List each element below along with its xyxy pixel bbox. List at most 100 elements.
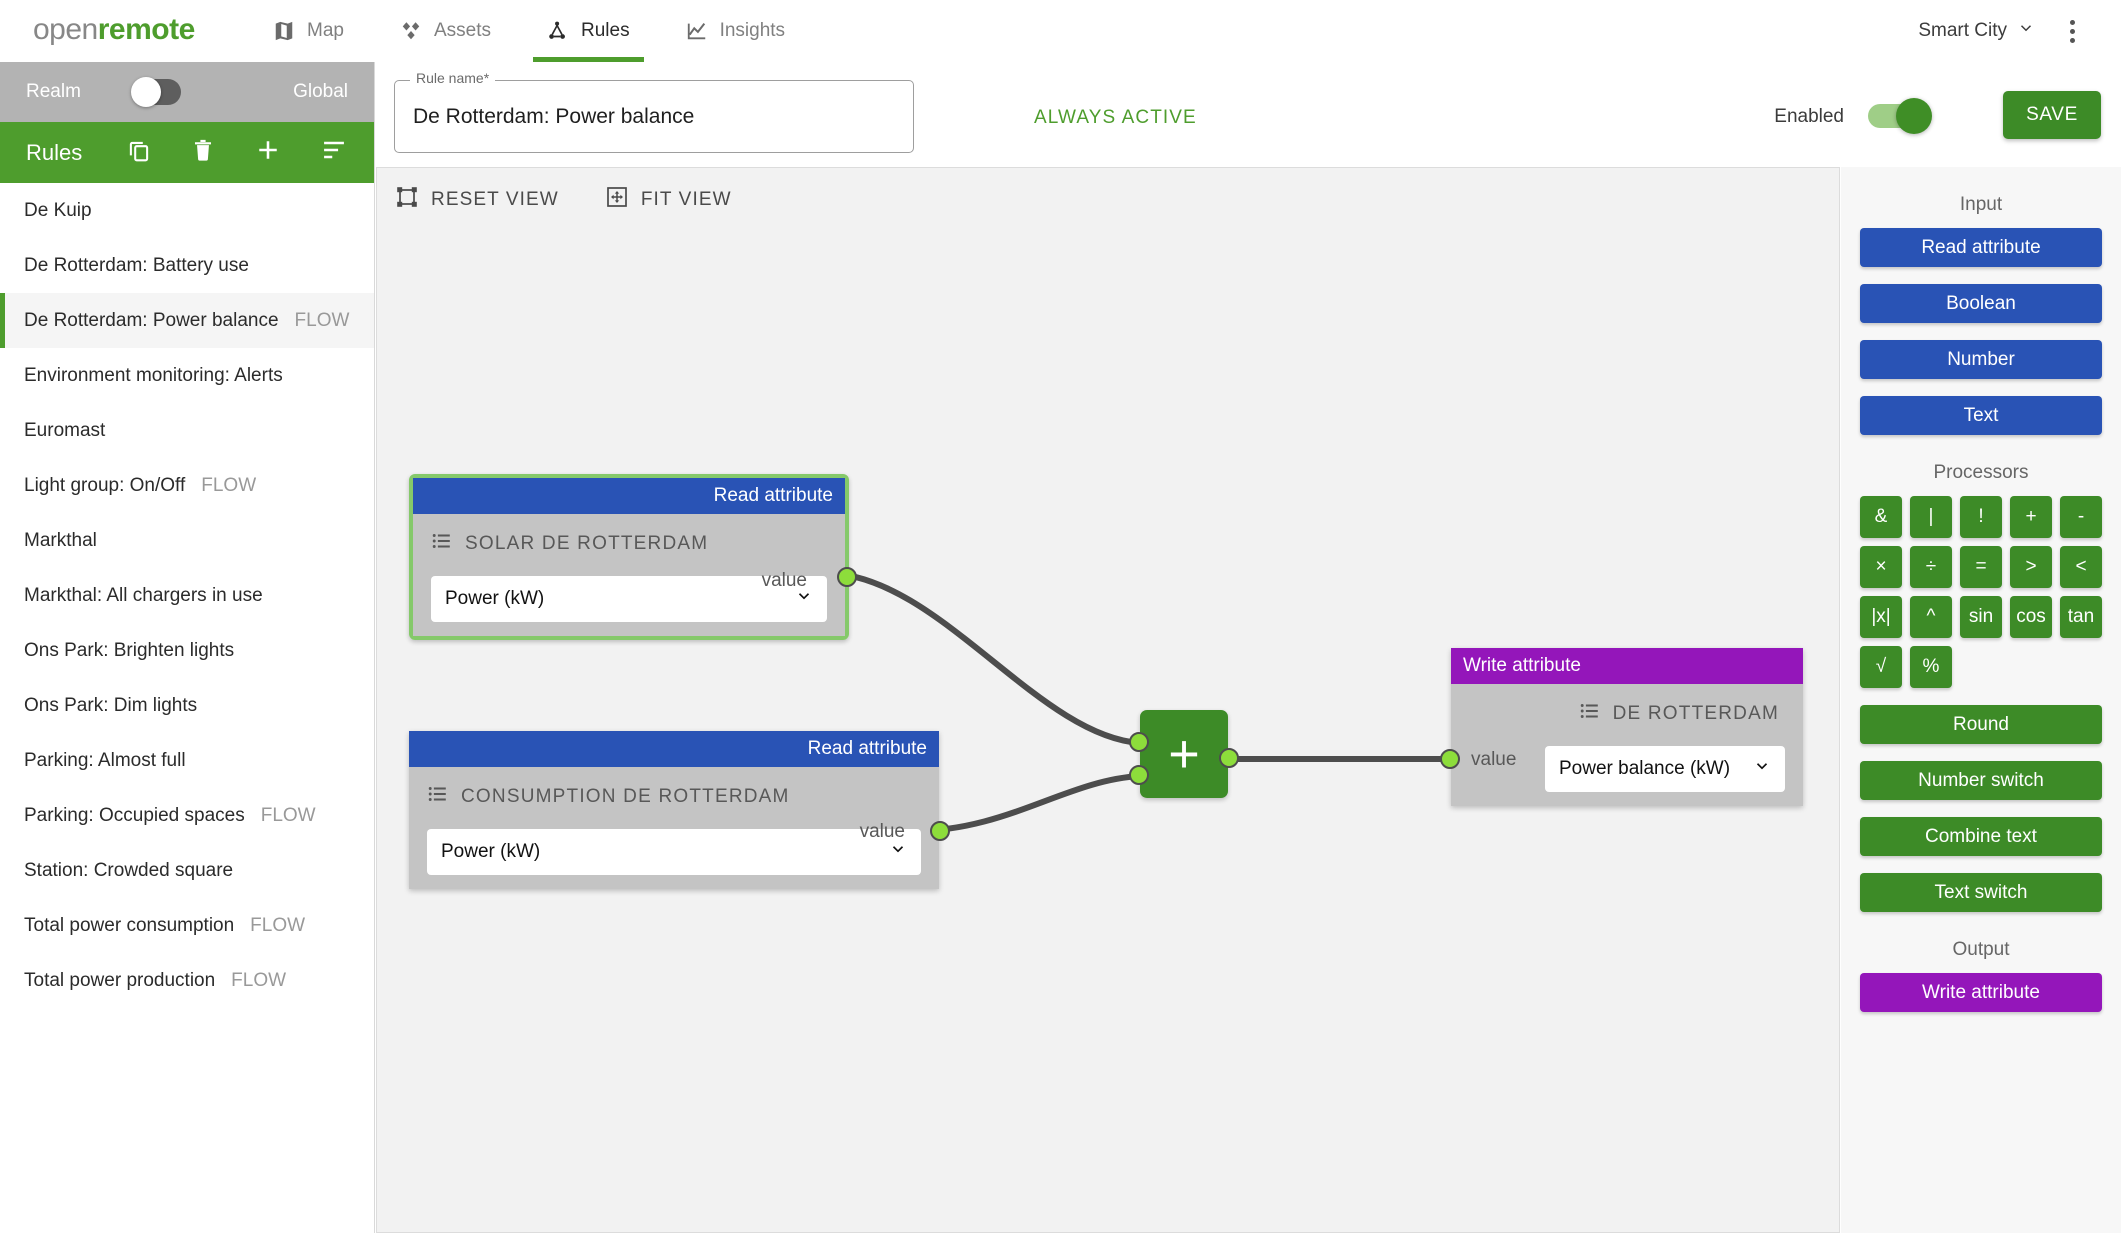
output-socket-value[interactable] [837, 567, 857, 587]
attribute-select-value: Power (kW) [441, 841, 541, 862]
rule-list-item-tag: FLOW [231, 969, 287, 991]
chevron-down-icon [795, 587, 813, 611]
palette-processor-not[interactable]: ! [1960, 496, 2002, 538]
palette-processor-combine-text[interactable]: Combine text [1860, 817, 2102, 856]
palette-processor-equals[interactable]: = [1960, 546, 2002, 588]
palette-processor-subtract[interactable]: - [2060, 496, 2102, 538]
write-input-socket[interactable] [1440, 749, 1460, 769]
nav-tab-assets[interactable]: Assets [372, 0, 519, 62]
palette-processor-number-switch[interactable]: Number switch [1860, 761, 2102, 800]
input-socket-label: value [1471, 749, 1517, 770]
more-options-icon[interactable] [2059, 0, 2085, 62]
palette-processor-round[interactable]: Round [1860, 705, 2102, 744]
rule-list-item[interactable]: Ons Park: Brighten lights [0, 623, 374, 678]
attribute-select[interactable]: Power (kW) [431, 576, 827, 622]
always-active-status: ALWAYS ACTIVE [1034, 107, 1197, 128]
palette-processor-less-than[interactable]: < [2060, 546, 2102, 588]
rule-list-item[interactable]: Markthal [0, 513, 374, 568]
rule-list-item-label: Environment monitoring: Alerts [24, 364, 283, 386]
palette-processor-or[interactable]: | [1910, 496, 1952, 538]
flow-node-asset-label: CONSUMPTION DE ROTTERDAM [461, 786, 790, 807]
rule-list-item[interactable]: Ons Park: Dim lights [0, 678, 374, 733]
palette-processor-and[interactable]: & [1860, 496, 1902, 538]
enabled-label: Enabled [1774, 106, 1844, 127]
palette-processor-abs[interactable]: |x| [1860, 596, 1902, 638]
palette-processor-add[interactable]: + [2010, 496, 2052, 538]
flow-node-read-consumption[interactable]: Read attribute CONSUMPTION DE ROTTERDAM … [409, 731, 950, 889]
wire-solar-to-adder [824, 570, 1141, 746]
palette-processor-modulo[interactable]: % [1910, 646, 1952, 688]
rule-list-item[interactable]: Parking: Almost full [0, 733, 374, 788]
rule-list-item[interactable]: Euromast [0, 403, 374, 458]
palette-output-write-attribute[interactable]: Write attribute [1860, 973, 2102, 1012]
palette-processor-text-switch[interactable]: Text switch [1860, 873, 2102, 912]
rule-name-field[interactable]: Rule name* [394, 70, 914, 153]
sort-icon[interactable] [320, 136, 348, 169]
adder-input-socket-a[interactable] [1129, 732, 1149, 752]
logo-remote-text: remote [97, 13, 196, 46]
attribute-select[interactable]: Power balance (kW) [1545, 746, 1785, 792]
asset-list-icon [431, 530, 453, 558]
palette-processor-sqrt[interactable]: √ [1860, 646, 1902, 688]
realm-selector[interactable]: Smart City [1918, 0, 2035, 62]
realm-selector-label: Smart City [1918, 20, 2007, 41]
adder-input-socket-b[interactable] [1129, 765, 1149, 785]
rule-list-item[interactable]: Markthal: All chargers in use [0, 568, 374, 623]
output-socket-value[interactable] [930, 821, 950, 841]
reset-view-button[interactable]: RESET VIEW [395, 185, 559, 215]
adder-output-socket[interactable] [1219, 748, 1239, 768]
palette-processor-power[interactable]: ^ [1910, 596, 1952, 638]
flow-node-adder[interactable]: + [1129, 710, 1239, 798]
realm-toggle[interactable] [130, 77, 181, 107]
rule-list-item[interactable]: De Kuip [0, 183, 374, 238]
rule-name-input[interactable] [395, 81, 913, 152]
save-button[interactable]: SAVE [2003, 91, 2101, 139]
enabled-toggle[interactable] [1868, 98, 1932, 134]
rules-list[interactable]: De Kuip De Rotterdam: Battery use De Rotte… [0, 183, 374, 1233]
palette-processor-divide[interactable]: ÷ [1910, 546, 1952, 588]
rule-list-item-label: De Rotterdam: Battery use [24, 254, 249, 276]
flow-node-read-solar[interactable]: Read attribute SOLAR DE ROTTERDAM Power … [409, 474, 857, 640]
flow-node-header: Read attribute [413, 478, 845, 514]
palette-processor-greater-than[interactable]: > [2010, 546, 2052, 588]
flow-node-write[interactable]: Write attribute DE ROTTERDAM Power balan… [1440, 648, 1803, 806]
palette-processor-cos[interactable]: cos [2010, 596, 2052, 638]
palette-input-number[interactable]: Number [1860, 340, 2102, 379]
flow-node-type-label: Read attribute [807, 738, 927, 759]
chevron-down-icon [889, 840, 907, 864]
rule-list-item[interactable]: De Rotterdam: Battery use [0, 238, 374, 293]
rule-list-item[interactable]: Station: Crowded square [0, 843, 374, 898]
palette-input-text[interactable]: Text [1860, 396, 2102, 435]
rule-list-item-label: Total power consumption [24, 914, 235, 936]
insights-icon [686, 20, 708, 42]
rule-list-item[interactable]: Environment monitoring: Alerts [0, 348, 374, 403]
flow-canvas[interactable]: RESET VIEW FIT VIEW Read attribute [376, 167, 1840, 1233]
palette-input-boolean[interactable]: Boolean [1860, 284, 2102, 323]
attribute-select[interactable]: Power (kW) [427, 829, 921, 875]
assets-icon [400, 20, 422, 42]
nav-tab-rules[interactable]: Rules [519, 0, 658, 62]
openremote-logo[interactable]: openremote [33, 13, 195, 47]
palette-processor-multiply[interactable]: × [1860, 546, 1902, 588]
flow-node-adder-glyph: + [1168, 724, 1200, 784]
add-icon[interactable] [254, 136, 282, 169]
palette-input-read-attribute[interactable]: Read attribute [1860, 228, 2102, 267]
nav-tab-insights[interactable]: Insights [658, 0, 813, 62]
palette-processor-sin[interactable]: sin [1960, 596, 2002, 638]
rule-list-item-tag: FLOW [294, 309, 350, 331]
rule-list-item-label: Parking: Occupied spaces [24, 804, 245, 826]
nav-tab-map[interactable]: Map [245, 0, 372, 62]
flow-node-asset: SOLAR DE ROTTERDAM [413, 526, 845, 558]
delete-icon[interactable] [190, 137, 216, 168]
duplicate-icon[interactable] [126, 137, 152, 168]
fit-view-button[interactable]: FIT VIEW [605, 185, 732, 215]
rule-list-item-label: Euromast [24, 419, 106, 441]
rule-list-item-label: Ons Park: Brighten lights [24, 639, 235, 661]
palette-processor-tan[interactable]: tan [2060, 596, 2102, 638]
